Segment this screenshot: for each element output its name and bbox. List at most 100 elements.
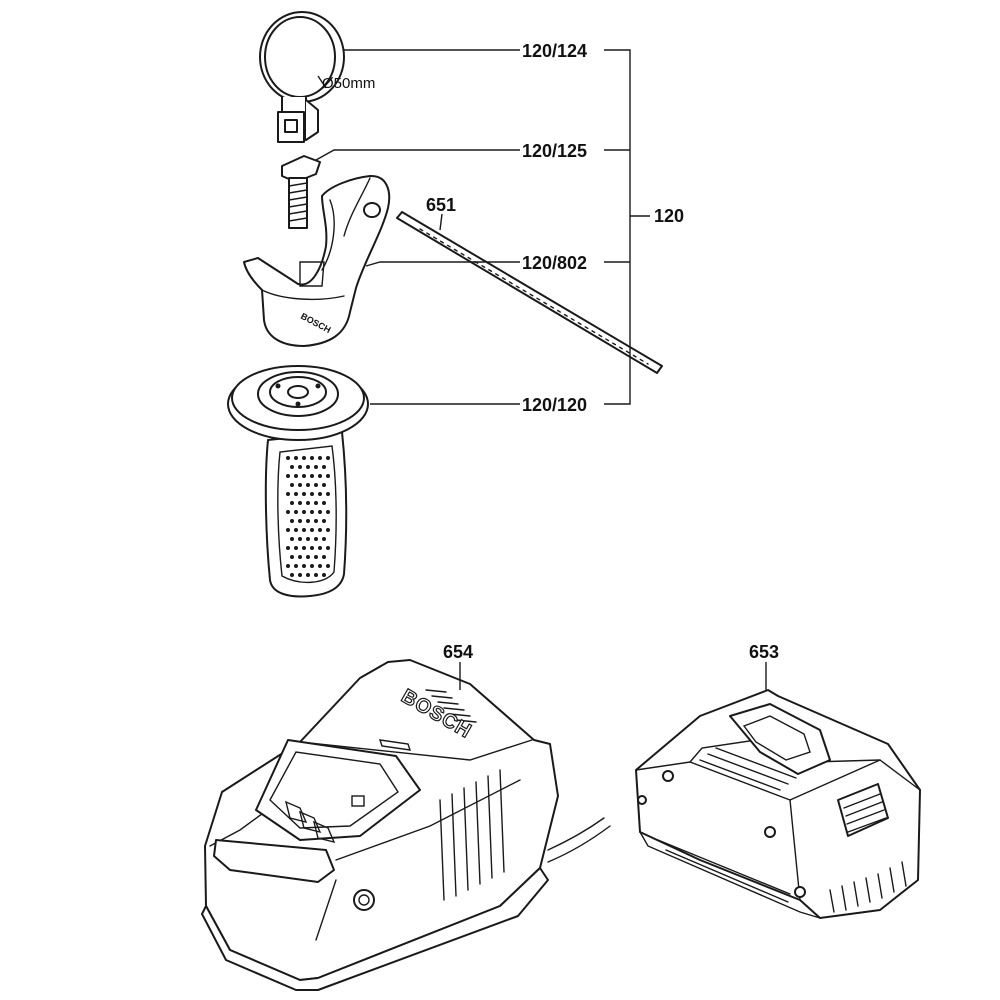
grip-dot	[314, 483, 318, 487]
callout-120-802: 120/802	[522, 253, 587, 273]
grip-dot	[302, 474, 306, 478]
battery-part	[635, 689, 921, 919]
grip-dot	[318, 474, 322, 478]
grip-dot	[302, 528, 306, 532]
grip-dot	[322, 519, 326, 523]
grip-dot	[326, 564, 330, 568]
grip-dot	[286, 564, 290, 568]
grip-dot	[322, 465, 326, 469]
grip-dot	[286, 492, 290, 496]
callout-120-120: 120/120	[522, 395, 587, 415]
grip-dot	[294, 492, 298, 496]
grip-dot	[314, 501, 318, 505]
grip-dot	[298, 483, 302, 487]
grip-dot	[286, 528, 290, 532]
grip-dot	[322, 537, 326, 541]
grip-dot	[286, 456, 290, 460]
grip-dot	[302, 546, 306, 550]
grip-dot	[310, 492, 314, 496]
grip-dot	[310, 564, 314, 568]
grip-dot	[306, 537, 310, 541]
dimension-note: Ø50mm	[322, 75, 375, 92]
grip-dot	[298, 465, 302, 469]
grip-dot	[326, 546, 330, 550]
grip-dot	[326, 456, 330, 460]
grip-dot	[306, 465, 310, 469]
grip-dot	[302, 492, 306, 496]
grip-dot	[298, 573, 302, 577]
grip-dot	[294, 510, 298, 514]
grip-dot	[286, 546, 290, 550]
grip-dot	[306, 573, 310, 577]
grip-dot	[322, 483, 326, 487]
grip-dot	[314, 555, 318, 559]
grip-dot	[302, 564, 306, 568]
grip-dot	[310, 546, 314, 550]
grip-dot	[290, 573, 294, 577]
leader-120-125	[315, 149, 520, 161]
grip-dot	[294, 456, 298, 460]
grip-dot	[310, 528, 314, 532]
callout-120-125: 120/125	[522, 141, 587, 161]
grip-dot	[286, 510, 290, 514]
grip-dot	[306, 519, 310, 523]
grip-dot	[318, 456, 322, 460]
grip-dot	[290, 465, 294, 469]
callout-651: 651	[426, 195, 456, 215]
grip-dot	[298, 537, 302, 541]
grip-dot	[310, 456, 314, 460]
grip-dot	[318, 492, 322, 496]
grip-dot	[318, 510, 322, 514]
grip-dot	[326, 474, 330, 478]
grip-dot	[298, 519, 302, 523]
charger-part: BOSCH	[201, 659, 611, 991]
grip-dot	[302, 510, 306, 514]
grip-dot	[326, 510, 330, 514]
grip-dot	[302, 456, 306, 460]
grip-dot	[290, 555, 294, 559]
grip-dot	[294, 546, 298, 550]
grip-dot	[318, 528, 322, 532]
callout-labels: 120/124 120/125 651 120/802 120/120 120 …	[322, 41, 779, 662]
grip-dot	[314, 519, 318, 523]
grip-dot	[298, 501, 302, 505]
grip-dot	[326, 528, 330, 532]
grip-dot	[294, 564, 298, 568]
leader-120-802	[365, 261, 520, 267]
callout-654: 654	[443, 642, 473, 662]
grip-dot	[314, 465, 318, 469]
handle-holder-part: BOSCH	[243, 174, 391, 347]
grip-dot	[294, 528, 298, 532]
grip-texture-dots	[286, 456, 330, 577]
grip-dot	[318, 546, 322, 550]
grip-dot	[322, 501, 326, 505]
grip-dot	[310, 510, 314, 514]
callout-653: 653	[749, 642, 779, 662]
grip-dot	[318, 564, 322, 568]
grip-dot	[306, 483, 310, 487]
leader-651	[439, 213, 443, 231]
grip-dot	[306, 555, 310, 559]
grip-dot	[298, 555, 302, 559]
grip-dot	[290, 483, 294, 487]
grip-dot	[294, 474, 298, 478]
handle-grip-part	[227, 365, 369, 598]
grip-dot	[286, 474, 290, 478]
clamp-band-part	[259, 11, 345, 143]
grip-dot	[326, 492, 330, 496]
grip-dot	[290, 501, 294, 505]
grip-dot	[306, 501, 310, 505]
grip-dot	[314, 537, 318, 541]
callout-120-124: 120/124	[522, 41, 587, 61]
clamp-screw-part	[281, 155, 321, 229]
grip-dot	[290, 519, 294, 523]
grip-dot	[322, 573, 326, 577]
assembly-bracket	[604, 49, 631, 405]
grip-dot	[314, 573, 318, 577]
leader-lines	[315, 49, 767, 690]
grip-dot	[290, 537, 294, 541]
grip-dot	[310, 474, 314, 478]
depth-rod-part	[396, 211, 663, 374]
grip-dot	[322, 555, 326, 559]
